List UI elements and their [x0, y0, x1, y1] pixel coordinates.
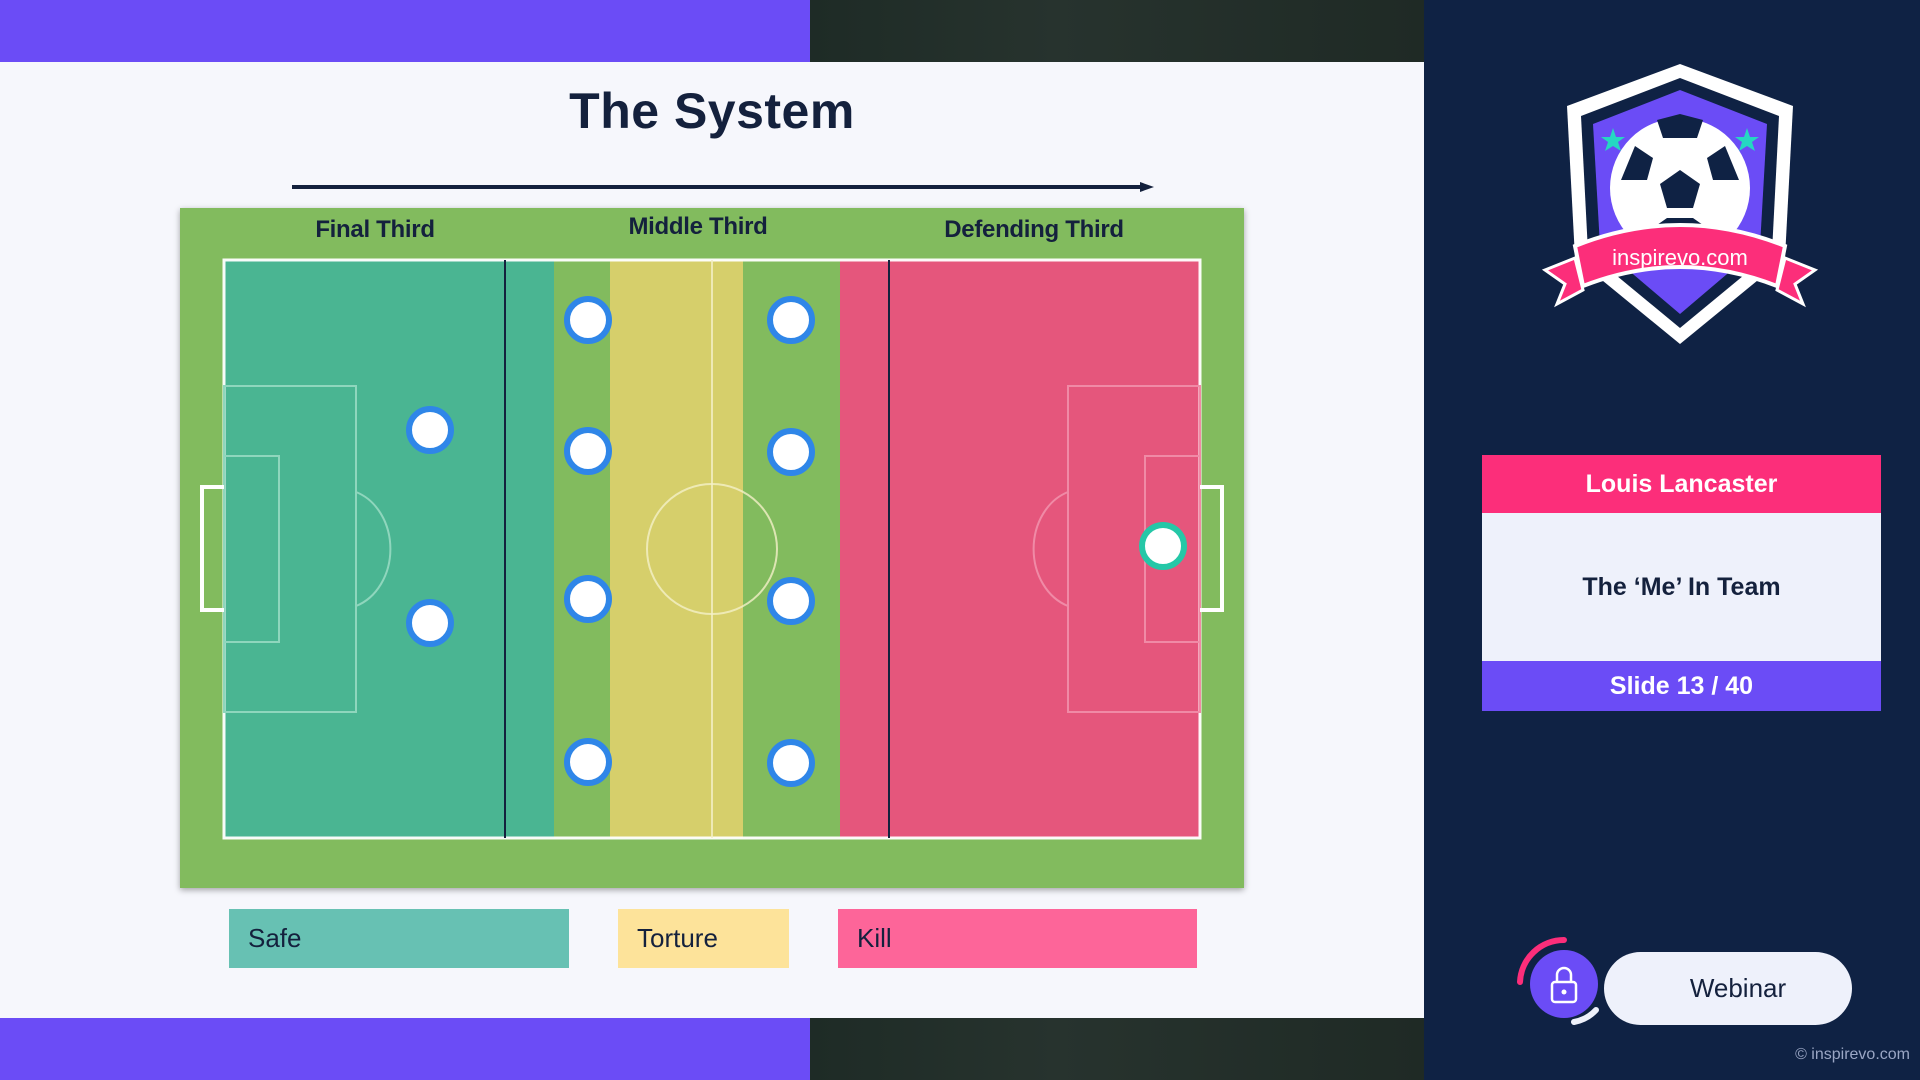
slide-counter: Slide 13 / 40: [1482, 661, 1881, 711]
inspirevo-badge: inspirevo.com: [1541, 64, 1819, 344]
session-topic: The ‘Me’ In Team: [1482, 513, 1881, 661]
slide-canvas: The System: [0, 0, 1424, 1080]
direction-arrow: [292, 182, 1154, 192]
star-icon: [1601, 128, 1759, 151]
copyright: © inspirevo.com: [1795, 1046, 1910, 1063]
legend-kill: Kill: [838, 909, 1197, 968]
bottom-banner: [0, 1018, 1424, 1080]
zone-torture: [610, 260, 743, 838]
webinar-label: Webinar: [1689, 973, 1787, 1003]
badge-text: inspirevo.com: [1612, 245, 1748, 270]
player-markers: [406, 296, 1187, 787]
label-defending-third: Defending Third: [944, 216, 1124, 243]
presenter-name: Louis Lancaster: [1482, 455, 1881, 513]
label-middle-third: Middle Third: [628, 213, 768, 240]
slide-title: The System: [569, 83, 855, 139]
webinar-button[interactable]: Webinar: [1604, 952, 1852, 1025]
label-final-third: Final Third: [315, 216, 435, 243]
soccer-ball-icon: [1610, 114, 1750, 258]
top-banner: [0, 0, 1424, 62]
presenter-card: Louis Lancaster The ‘Me’ In Team Slide 1…: [1482, 455, 1881, 711]
sidebar-divider: [1424, 0, 1442, 1080]
legend-safe: Safe: [229, 909, 569, 968]
lock-icon[interactable]: [1506, 932, 1602, 1032]
football-pitch: [200, 258, 1224, 840]
legend-torture: Torture: [618, 909, 789, 968]
